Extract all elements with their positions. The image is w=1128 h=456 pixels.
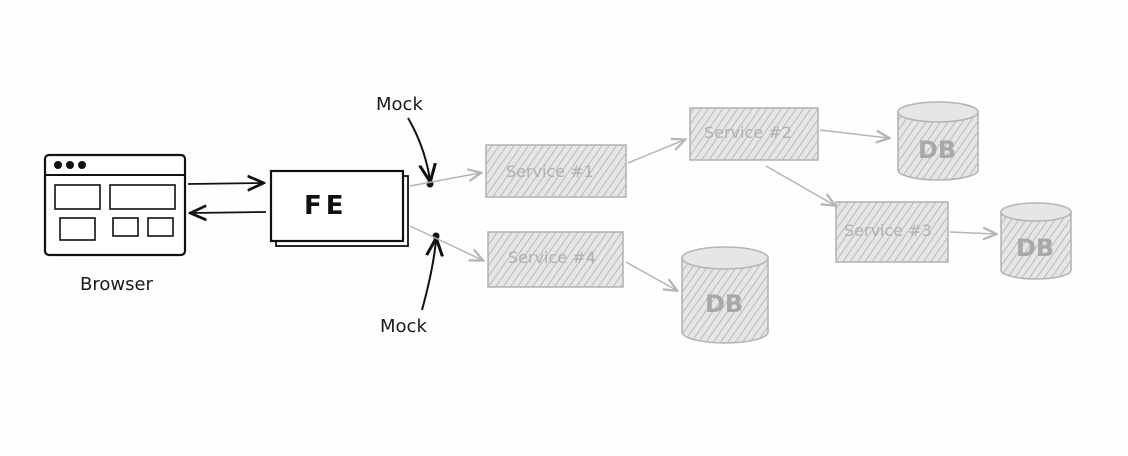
service4-label: Service #4 <box>508 248 596 267</box>
db-2-cylinder: DB <box>1000 202 1072 280</box>
service4-box: Service #4 <box>487 231 624 288</box>
fe-to-service4-arrow <box>409 225 482 260</box>
db-3-label: DB <box>705 290 743 318</box>
db-2-label: DB <box>1016 234 1054 262</box>
service2-to-db1-arrow <box>819 129 888 138</box>
browser-window <box>43 153 187 257</box>
mock-bottom-label: Mock <box>380 316 427 337</box>
service1-to-service2-arrow <box>627 140 684 164</box>
fe-box: FE <box>269 169 409 247</box>
service3-box: Service #3 <box>835 201 949 263</box>
db-3-cylinder: DB <box>681 246 769 344</box>
browser-label: Browser <box>80 274 154 295</box>
service1-label: Service #1 <box>506 162 594 181</box>
mock-top-label: Mock <box>376 94 423 115</box>
browser-dot-3 <box>78 161 86 169</box>
fe-to-browser-arrow <box>192 212 267 213</box>
service3-to-db2-arrow <box>949 232 995 234</box>
service3-label: Service #3 <box>844 221 932 240</box>
service4-to-db3-arrow <box>625 261 676 290</box>
fe-to-service1-arrow <box>409 173 480 187</box>
db-1-cylinder: DB <box>897 101 979 181</box>
service2-box: Service #2 <box>689 107 819 161</box>
mock-top-pointer <box>407 117 430 180</box>
browser-dot-2 <box>66 161 74 169</box>
mock-bottom-pointer <box>421 240 436 311</box>
browser-dot-1 <box>54 161 62 169</box>
browser-to-fe-arrow <box>187 183 262 184</box>
service2-to-service3-arrow <box>765 165 834 205</box>
service1-box: Service #1 <box>485 144 627 198</box>
service2-label: Service #2 <box>704 123 792 142</box>
fe-label: FE <box>304 191 348 221</box>
db-1-label: DB <box>918 136 956 164</box>
